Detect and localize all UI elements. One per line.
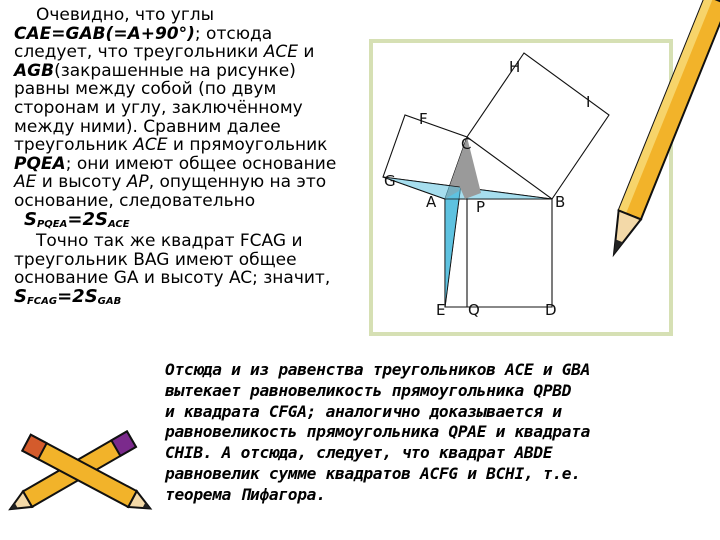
- formula-area-pqea: SPQEA=2SACE: [14, 208, 374, 233]
- formula-area-fcag: SFCAG=2SGAB: [14, 285, 374, 310]
- text-span: ; они имеют общее основание: [65, 153, 337, 174]
- triangle-name: AGB: [14, 60, 55, 81]
- text-line: между ними). Сравним далее: [14, 116, 374, 137]
- pythagoras-figure: H I F C G A P B E Q D: [369, 39, 673, 336]
- text-span: и высоту: [36, 172, 127, 193]
- crossed-pencils-icon: [8, 429, 153, 511]
- triangle-shade-gray: [459, 137, 481, 199]
- text-span: треугольник BAG имеют общее: [14, 249, 297, 270]
- text-span: Точно так же квадрат FCAG и: [36, 231, 303, 252]
- rectangle-name: PQEA: [14, 153, 66, 174]
- segment-name: AP: [126, 172, 149, 193]
- text-line: Очевидно, что углы: [14, 6, 374, 25]
- formula-part: =2S: [57, 285, 98, 307]
- triangle-overlap: [445, 137, 467, 199]
- triangle-name: ACE: [133, 135, 168, 156]
- text-line: PQEA; они имеют общее основание: [14, 153, 374, 174]
- formula-part: S: [14, 285, 27, 307]
- text-span: основание GA и высоту AC; значит,: [14, 268, 331, 289]
- formula-subscript: GAB: [97, 295, 122, 307]
- label-q: Q: [468, 301, 480, 319]
- label-a: A: [426, 193, 437, 211]
- text-line: вытекает равновеликость прямоугольника Q…: [165, 380, 572, 400]
- text-span: , опущенную на это: [148, 172, 327, 193]
- label-i: I: [586, 93, 590, 111]
- text-line: CAE=GAB(=A+90°); отсюда: [14, 23, 374, 44]
- label-e: E: [436, 301, 445, 319]
- formula-part: =2S: [67, 208, 108, 230]
- text-line: AE и высоту AP, опущенную на это: [14, 173, 374, 192]
- label-b: B: [555, 193, 565, 211]
- text-line: треугольник BAG имеют общее: [14, 249, 374, 270]
- text-line: основание GA и высоту AC; значит,: [14, 269, 374, 288]
- text-span: ; отсюда: [194, 23, 273, 44]
- label-c: C: [461, 135, 471, 153]
- text-line: сторонам и углу, заключённому: [14, 99, 374, 118]
- text-span: и прямоугольник: [167, 135, 328, 156]
- text-line: равны между собой (по двум: [14, 80, 374, 99]
- label-h: H: [509, 58, 520, 76]
- square-bchi: [466, 52, 610, 200]
- text-span: между ними). Сравним далее: [14, 116, 281, 137]
- text-line: равновелик сумме квадратов ACFG и BCHI, …: [165, 463, 581, 483]
- text-line: равновеликость прямоугольника QPAE и ква…: [165, 422, 591, 442]
- segment-name: AE: [14, 172, 37, 193]
- text-line: основание, следовательно: [14, 192, 374, 211]
- formula-subscript: PQEA: [36, 218, 68, 230]
- pencil-icon: [612, 0, 720, 258]
- text-line: теорема Пифагора.: [165, 484, 326, 504]
- text-line: Точно так же квадрат FCAG и: [14, 232, 374, 251]
- text-span: треугольник: [14, 135, 134, 156]
- text-span: следует, что треугольники: [14, 42, 264, 63]
- text-line: треугольник ACE и прямоугольник: [14, 136, 374, 155]
- formula-subscript: ACE: [107, 218, 130, 230]
- text-span: сторонам и углу, заключённому: [14, 97, 303, 118]
- text-line: и квадрата CFGA; аналогично доказывается…: [165, 401, 562, 421]
- text-span: равны между собой (по двум: [14, 79, 277, 100]
- formula-part: S: [24, 208, 37, 230]
- label-g: G: [384, 172, 396, 190]
- text-span: Очевидно, что углы: [36, 5, 215, 25]
- text-line: следует, что треугольники ACE и: [14, 43, 374, 62]
- proof-text-left: Очевидно, что углы CAE=GAB(=A+90°); отсю…: [14, 6, 374, 310]
- text-line: AGB(закрашенные на рисунке): [14, 60, 374, 81]
- text-span: основание, следовательно: [14, 190, 256, 211]
- triangle-name: ACE: [263, 42, 298, 63]
- label-p: P: [476, 198, 485, 216]
- text-span: и: [297, 42, 315, 63]
- proof-conclusion: Отсюда и из равенства треугольников ACE …: [165, 360, 675, 506]
- text-span: (закрашенные на рисунке): [54, 60, 296, 81]
- formula-subscript: FCAG: [26, 295, 58, 307]
- text-line: CHIB. А отсюда, следует, что квадрат ABD…: [165, 443, 553, 463]
- text-line: Отсюда и из равенства треугольников ACE …: [165, 360, 591, 379]
- label-f: F: [419, 110, 428, 128]
- label-d: D: [545, 301, 557, 319]
- angle-equality: CAE=GAB(=A+90°): [14, 23, 195, 44]
